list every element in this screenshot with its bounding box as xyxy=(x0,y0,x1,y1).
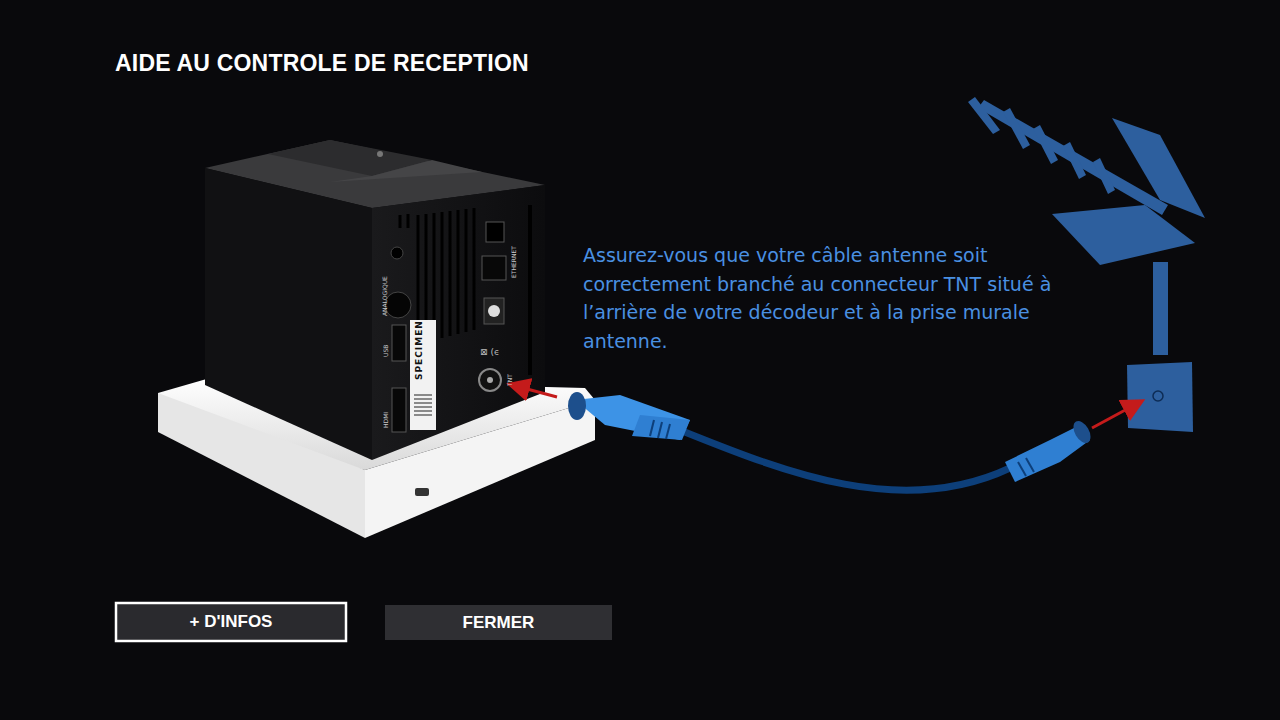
port-label: TNT xyxy=(506,374,513,386)
port-label: ETHERNET xyxy=(510,246,517,278)
antenna-cable xyxy=(568,392,1094,490)
screen-title: AIDE AU CONTROLE DE RECEPTION xyxy=(115,50,529,77)
port-label: HDMI xyxy=(382,412,389,428)
menu-button: + D'INFOS xyxy=(116,603,346,641)
leader-arrow xyxy=(1092,402,1140,428)
sticker-text: SPECIMEN xyxy=(414,320,424,380)
button-label: + D'INFOS xyxy=(190,612,273,632)
button-focus xyxy=(116,603,346,641)
decoder-box: ⊠ (ϵ xyxy=(205,140,545,460)
antenna-icon xyxy=(968,97,1205,432)
leader-arrow xyxy=(512,385,557,397)
button-label: FERMER xyxy=(463,613,535,633)
port-label: ANALOGIQUE xyxy=(381,276,388,316)
instruction-text: Assurez-vous que votre câble antenne soi… xyxy=(583,241,1053,355)
port-label: USB xyxy=(382,345,389,357)
button-fill xyxy=(385,605,612,640)
svg-text:⊠ (ϵ: ⊠ (ϵ xyxy=(480,347,499,357)
menu-button: FERMER xyxy=(385,605,612,640)
